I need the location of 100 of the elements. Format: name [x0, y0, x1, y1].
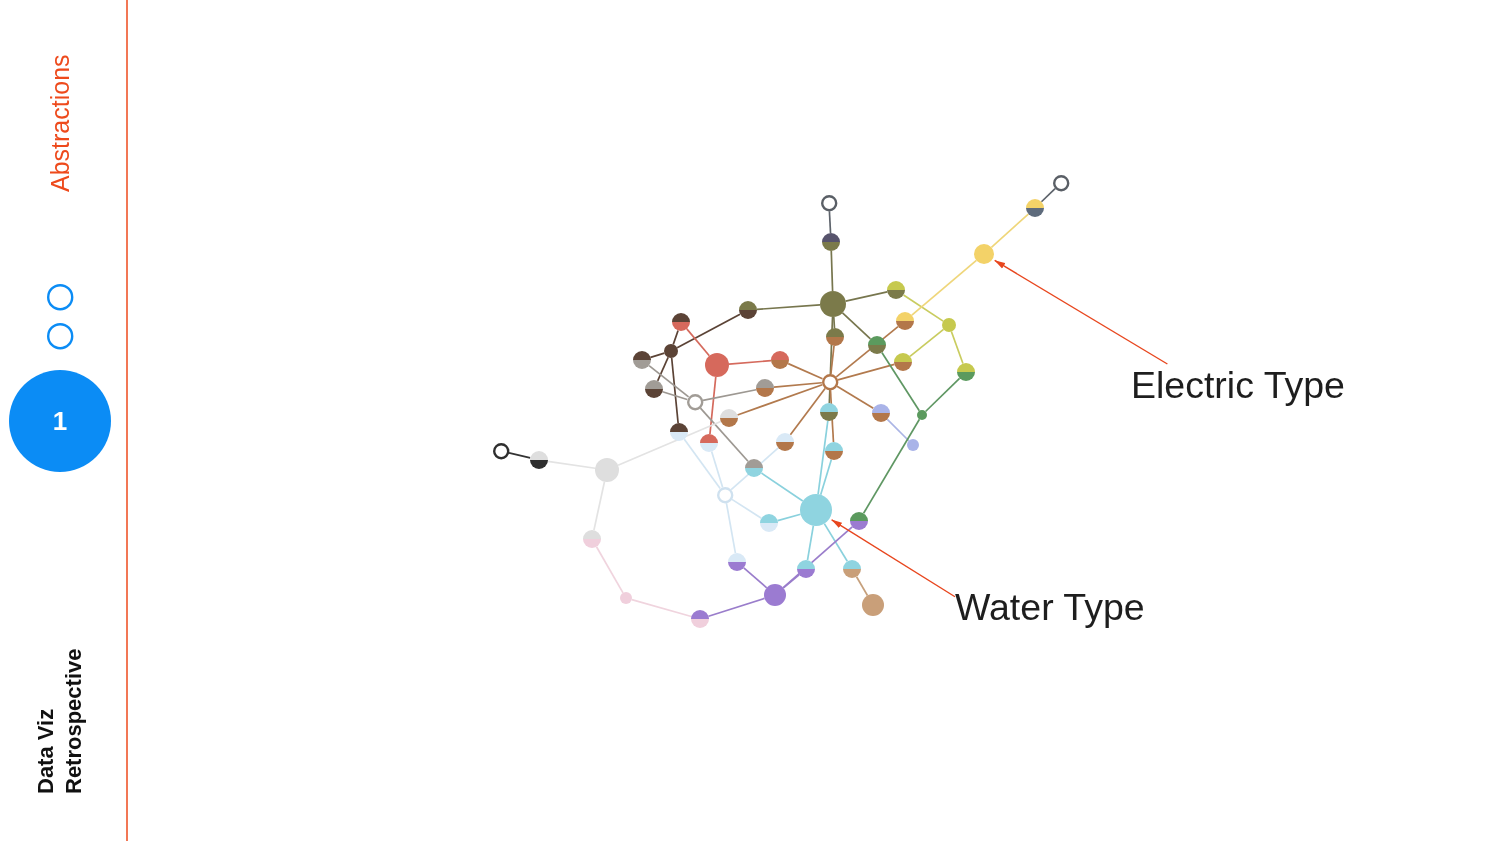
- network-link: [776, 513, 802, 522]
- network-link: [547, 460, 596, 470]
- network-node: [894, 353, 912, 371]
- network-node: [917, 410, 927, 420]
- network-link: [730, 447, 780, 491]
- network-node: [739, 301, 757, 319]
- network-node: [797, 560, 815, 578]
- network-node: [691, 610, 709, 628]
- network-node: [942, 318, 956, 332]
- hollow-network-node: [492, 442, 510, 460]
- network-link: [806, 524, 815, 561]
- network-link: [773, 381, 823, 389]
- network-node: [645, 380, 663, 398]
- network-link: [787, 362, 824, 380]
- network-node: [760, 514, 778, 532]
- network-node: [720, 409, 738, 427]
- network-node: [872, 404, 890, 422]
- leader-arrow: [994, 259, 1169, 365]
- network-link: [742, 567, 768, 589]
- callout-label: Electric Type: [1131, 364, 1345, 408]
- deck-title: Data Viz Retrospective: [32, 647, 87, 794]
- hollow-network-node: [686, 393, 704, 411]
- network-link: [789, 387, 826, 436]
- network-node: [776, 433, 794, 451]
- network-link: [823, 522, 849, 563]
- network-link: [837, 363, 896, 381]
- network-node: [728, 553, 746, 571]
- network-link: [728, 359, 772, 365]
- network-link: [782, 573, 800, 589]
- network-node: [664, 344, 678, 358]
- network-link: [672, 329, 679, 346]
- step-indicator: [46, 283, 74, 311]
- network-node: [957, 363, 975, 381]
- network-link: [617, 420, 722, 467]
- network-node: [771, 351, 789, 369]
- network-link: [702, 388, 758, 402]
- step-indicator: [46, 322, 74, 350]
- network-link: [593, 480, 606, 532]
- network-link: [725, 502, 737, 554]
- network-link: [508, 452, 532, 459]
- network-link: [685, 328, 711, 357]
- network-link: [990, 213, 1030, 249]
- network-link: [832, 316, 836, 329]
- network-link: [855, 575, 869, 597]
- network-node: [887, 281, 905, 299]
- network-link: [829, 389, 835, 443]
- network-node: [705, 353, 729, 377]
- network-link: [828, 210, 832, 234]
- network-link: [817, 420, 829, 495]
- network-link: [835, 325, 899, 378]
- network-link: [841, 312, 872, 340]
- network-node: [850, 512, 868, 530]
- network-node: [700, 434, 718, 452]
- network-link: [707, 597, 766, 618]
- network-node: [822, 233, 840, 251]
- network-node: [843, 560, 861, 578]
- network-link: [760, 472, 804, 502]
- network-node: [868, 336, 886, 354]
- hollow-network-node: [1052, 174, 1070, 192]
- network-node: [530, 451, 548, 469]
- hollow-network-node: [821, 373, 839, 391]
- network-link: [736, 383, 824, 416]
- network-node: [907, 439, 919, 451]
- network-node: [745, 459, 763, 477]
- network-link: [836, 385, 875, 410]
- leader-arrow: [831, 519, 956, 598]
- network-link: [782, 526, 854, 589]
- network-link: [902, 294, 944, 322]
- network-link: [828, 316, 834, 404]
- network-node: [862, 594, 884, 616]
- network-node: [974, 244, 994, 264]
- network-node: [826, 328, 844, 346]
- network-link: [649, 352, 666, 359]
- network-node: [670, 423, 688, 441]
- network-link: [699, 407, 749, 463]
- network-link: [950, 330, 964, 365]
- hollow-network-node: [820, 194, 838, 212]
- network-link: [844, 291, 889, 303]
- network-link: [862, 418, 921, 515]
- network-node: [800, 494, 832, 526]
- network-link: [911, 259, 978, 317]
- network-link: [830, 345, 835, 375]
- network-node: [896, 312, 914, 330]
- network-node: [583, 530, 601, 548]
- section-title: Abstractions: [45, 54, 75, 192]
- network-link: [830, 250, 834, 292]
- network-link: [819, 458, 833, 496]
- network-link: [709, 376, 717, 435]
- network-link: [683, 438, 721, 490]
- network-link: [1040, 187, 1056, 203]
- network-node: [825, 442, 843, 460]
- network-link: [648, 364, 690, 398]
- network-node: [1026, 199, 1044, 217]
- network-link: [676, 313, 741, 349]
- network-link: [670, 357, 679, 424]
- network-node: [820, 403, 838, 421]
- hollow-network-node: [716, 486, 734, 504]
- network-link: [881, 351, 921, 412]
- network-link: [924, 377, 961, 413]
- network-link: [630, 598, 693, 618]
